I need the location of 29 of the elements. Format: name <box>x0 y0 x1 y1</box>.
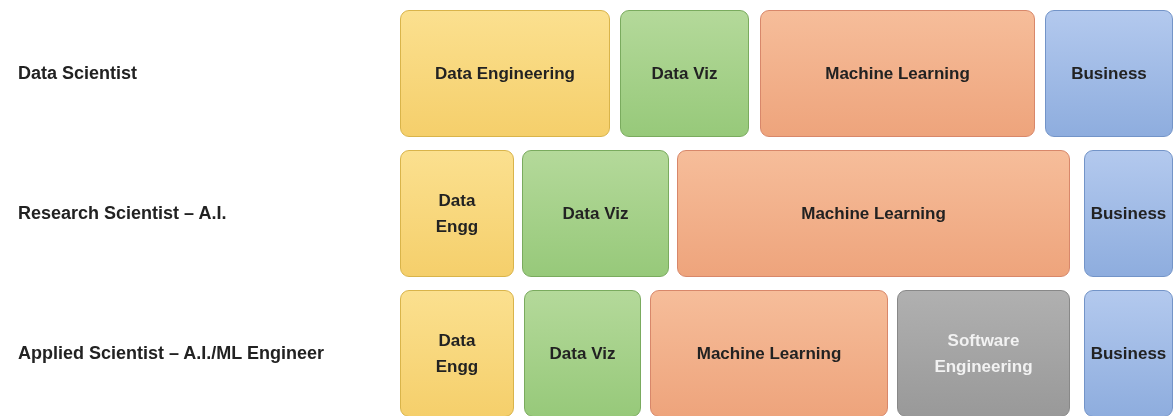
skill-label: Business <box>1090 342 1167 365</box>
skill-box <box>400 290 514 416</box>
skill-box <box>522 150 669 277</box>
skill-box <box>897 290 1070 416</box>
skill-box <box>400 10 610 137</box>
skill-label: Data Engineering <box>435 62 575 85</box>
skill-label: Data Viz <box>549 342 616 365</box>
skill-box <box>1084 290 1173 416</box>
skill-box <box>677 150 1070 277</box>
skill-box <box>760 10 1035 137</box>
skill-label: Machine Learning <box>825 62 970 85</box>
skill-box <box>1045 10 1173 137</box>
row-label: Applied Scientist – A.I./ML Engineer <box>18 342 325 364</box>
skill-box <box>1084 150 1173 277</box>
skill-box <box>400 150 514 277</box>
row-label: Data Scientist <box>18 62 138 84</box>
skill-box <box>620 10 749 137</box>
skill-label: Business <box>1090 202 1167 225</box>
skill-label: Business <box>1071 62 1147 85</box>
skill-label: Data Viz <box>651 62 718 85</box>
skill-label: Data Engg <box>434 330 480 378</box>
skill-box <box>650 290 888 416</box>
skill-box <box>524 290 641 416</box>
skill-label: Machine Learning <box>696 342 842 365</box>
skill-label: Data Engg <box>434 190 480 238</box>
row-label: Research Scientist – A.I. <box>18 202 227 224</box>
skill-label: Software Engineering <box>933 330 1034 378</box>
skill-label: Data Viz <box>562 202 629 225</box>
skill-label: Machine Learning <box>801 202 946 225</box>
